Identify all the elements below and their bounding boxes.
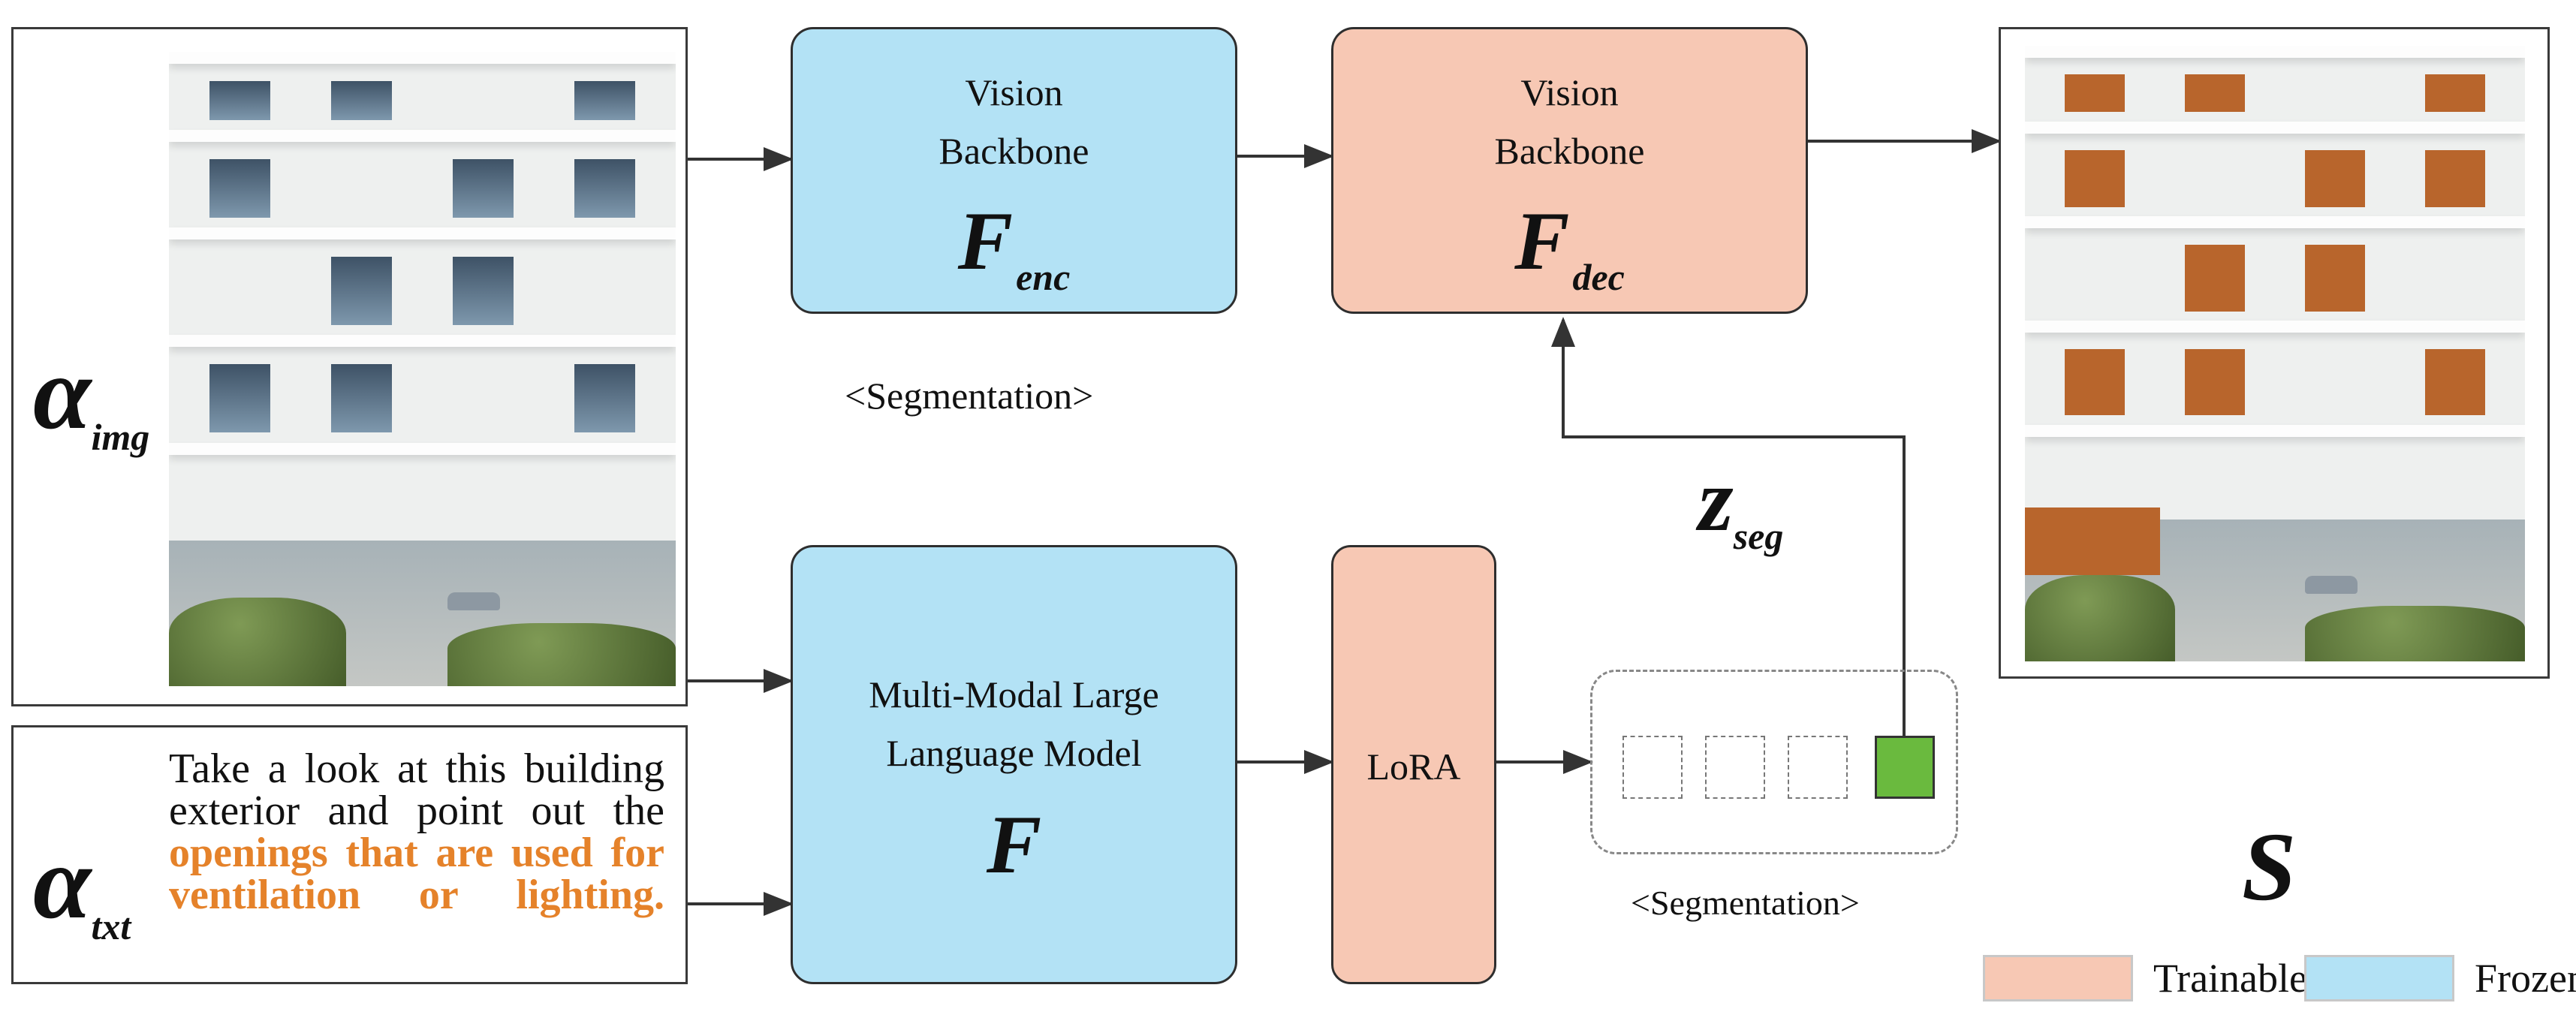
window-mask (2424, 74, 2485, 113)
decoder-title: Vision Backbone (1494, 71, 1645, 172)
window (331, 364, 392, 433)
building-photo (169, 52, 676, 686)
legend-swatch-trainable (1983, 955, 2133, 1001)
window-mask (2065, 149, 2126, 207)
window (331, 81, 392, 121)
decoder-symbol: Fdec (1514, 200, 1625, 296)
prompt-highlight-text: openings that are used for ventilation o… (169, 830, 664, 918)
text-prompt-frame (11, 725, 688, 984)
vision-backbone-encoder: Vision Backbone Fenc (791, 27, 1237, 314)
text-alpha: α (33, 824, 92, 941)
window-mask (2304, 149, 2365, 207)
mask-ground-floor (2025, 507, 2160, 576)
image-subscript: img (91, 416, 150, 458)
encoder-subscript: enc (1016, 256, 1071, 298)
legend-label-frozen: Frozen (2475, 956, 2576, 1001)
llm-title: Multi-Modal Large Language Model (869, 673, 1159, 774)
image-input-symbol: αimg (33, 341, 149, 456)
image-alpha: α (33, 335, 92, 451)
encoder-title: Vision Backbone (939, 71, 1089, 172)
window (453, 159, 514, 218)
window (209, 364, 270, 433)
legend-swatch-frozen (2304, 955, 2454, 1001)
window-mask (2065, 74, 2126, 113)
window (574, 81, 635, 121)
decoder-subscript: dec (1572, 256, 1625, 298)
z-letter: z (1698, 450, 1734, 550)
window-mask (2304, 245, 2365, 312)
input-image-frame (11, 27, 688, 706)
seg-embedding-symbol: zseg (1698, 455, 1784, 557)
legend-label-trainable: Trainable (2153, 956, 2307, 1001)
output-s: S (2242, 813, 2297, 921)
window-mask (2185, 74, 2246, 113)
segmented-building-photo (2025, 46, 2525, 661)
window (209, 159, 270, 218)
decoder-f: F (1514, 195, 1570, 287)
window (574, 159, 635, 218)
text-prompt: Take a look at this building exterior an… (169, 748, 664, 916)
encoder-f: F (957, 195, 1014, 287)
vision-backbone-decoder: Vision Backbone Fdec (1331, 27, 1808, 314)
window-mask (2424, 349, 2485, 416)
text-subscript: txt (91, 905, 131, 947)
output-symbol: S (2242, 818, 2296, 916)
window-mask (2424, 149, 2485, 207)
window-mask (2185, 349, 2246, 416)
lora-adapter: LoRA (1331, 545, 1496, 984)
window-mask (2065, 349, 2126, 416)
token-sequence (1590, 670, 1958, 854)
text-input-symbol: αtxt (33, 830, 131, 947)
llm-symbol: F (987, 803, 1041, 886)
segmentation-tag: <Segmentation> (845, 375, 1094, 417)
token-placeholder (1788, 736, 1848, 799)
encoder-symbol: Fenc (958, 200, 1071, 296)
lora-title: LoRA (1366, 745, 1461, 788)
window (453, 257, 514, 326)
window-mask (2185, 245, 2246, 312)
output-image-frame (1999, 27, 2550, 679)
multimodal-llm: Multi-Modal Large Language Model F (791, 545, 1237, 984)
token-caption: <Segmentation> (1631, 884, 1860, 922)
window (574, 364, 635, 433)
window (209, 81, 270, 121)
llm-f: F (986, 799, 1042, 890)
token-placeholder (1622, 736, 1683, 799)
token-placeholder (1705, 736, 1765, 799)
seg-token-active (1875, 736, 1935, 799)
window (331, 257, 392, 326)
z-subscript: seg (1733, 515, 1784, 557)
arrow-token-to-decoder (1551, 317, 1906, 736)
prompt-plain-text: Take a look at this building exterior an… (169, 745, 664, 834)
